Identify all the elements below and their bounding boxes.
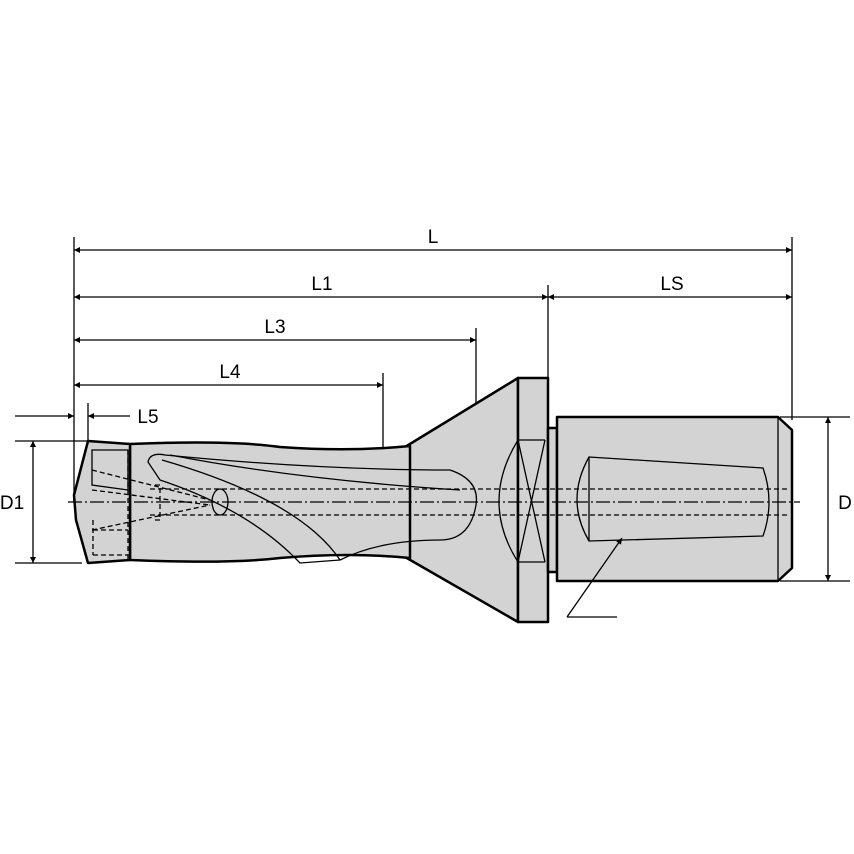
label-L3: L3 [264, 317, 285, 338]
dimension-lines [15, 247, 831, 581]
label-D: D [838, 493, 852, 514]
flange [516, 376, 550, 624]
label-L: L [428, 227, 439, 248]
extension-lines [15, 237, 850, 582]
label-LS: LS [660, 274, 683, 295]
label-L5: L5 [137, 407, 158, 428]
shank [555, 415, 794, 583]
shank-neck [546, 426, 559, 574]
label-D1: D1 [0, 493, 24, 514]
label-L1: L1 [311, 274, 332, 295]
conical-neck [403, 376, 520, 624]
clamping-flat [576, 456, 770, 542]
flute [147, 453, 478, 564]
label-L4: L4 [219, 362, 241, 383]
